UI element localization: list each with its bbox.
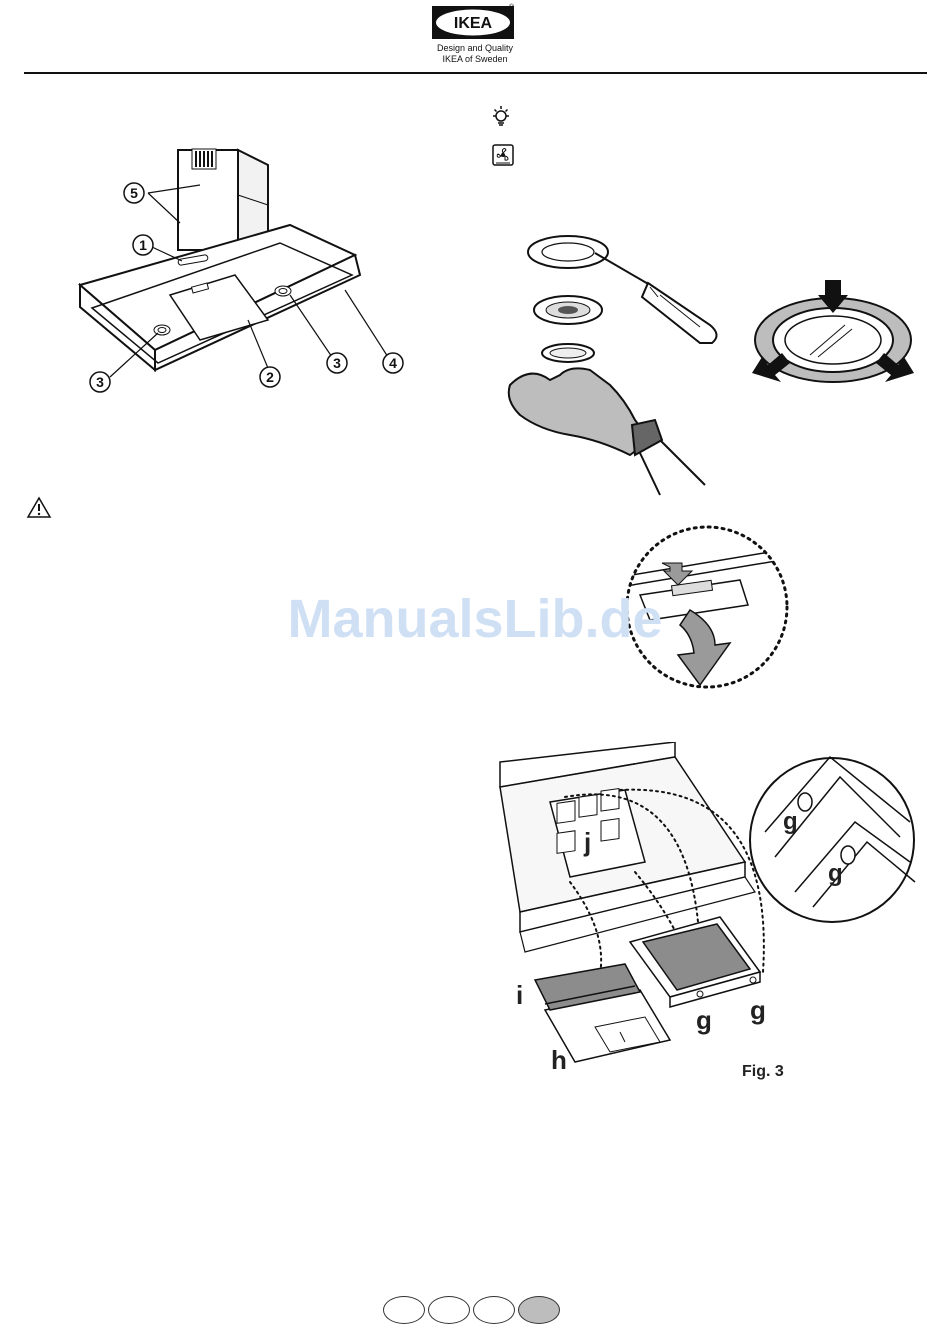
- tagline-line2: IKEA of Sweden: [400, 54, 550, 65]
- page-pill-4-active[interactable]: [518, 1296, 560, 1324]
- header-rule: [24, 72, 927, 74]
- label-g-zoom-top: g: [783, 808, 798, 836]
- page-pill-2[interactable]: [428, 1296, 470, 1324]
- registered-mark: ®: [509, 4, 514, 11]
- label-g-left: g: [696, 1005, 712, 1036]
- tagline-line1: Design and Quality: [400, 43, 550, 54]
- label-g-right: g: [750, 995, 766, 1026]
- ikea-logo: IKEA: [432, 6, 514, 39]
- fan-icon: [492, 144, 514, 171]
- page-pill-3[interactable]: [473, 1296, 515, 1324]
- warning-icon: [26, 496, 52, 524]
- light-bulb-icon: [490, 105, 512, 132]
- callout-2: 2: [266, 369, 274, 385]
- callout-3-right: 3: [333, 355, 341, 371]
- page-pill-1[interactable]: [383, 1296, 425, 1324]
- lamp-replacement-illustration: [500, 225, 920, 505]
- figure-caption: Fig. 3: [742, 1063, 784, 1081]
- label-i: i: [516, 980, 523, 1011]
- watermark: ManualsLib.de: [250, 588, 700, 650]
- hood-diagram: 5 1 3 2 3 4: [70, 125, 430, 405]
- label-h: h: [551, 1045, 567, 1076]
- svg-text:IKEA: IKEA: [454, 15, 493, 32]
- callout-3-left: 3: [96, 374, 104, 390]
- label-j: j: [584, 827, 591, 858]
- callout-1: 1: [139, 237, 147, 253]
- callout-4: 4: [389, 355, 397, 371]
- language-pager: [383, 1296, 563, 1329]
- callout-5: 5: [130, 185, 138, 201]
- label-g-zoom-bottom: g: [828, 860, 843, 888]
